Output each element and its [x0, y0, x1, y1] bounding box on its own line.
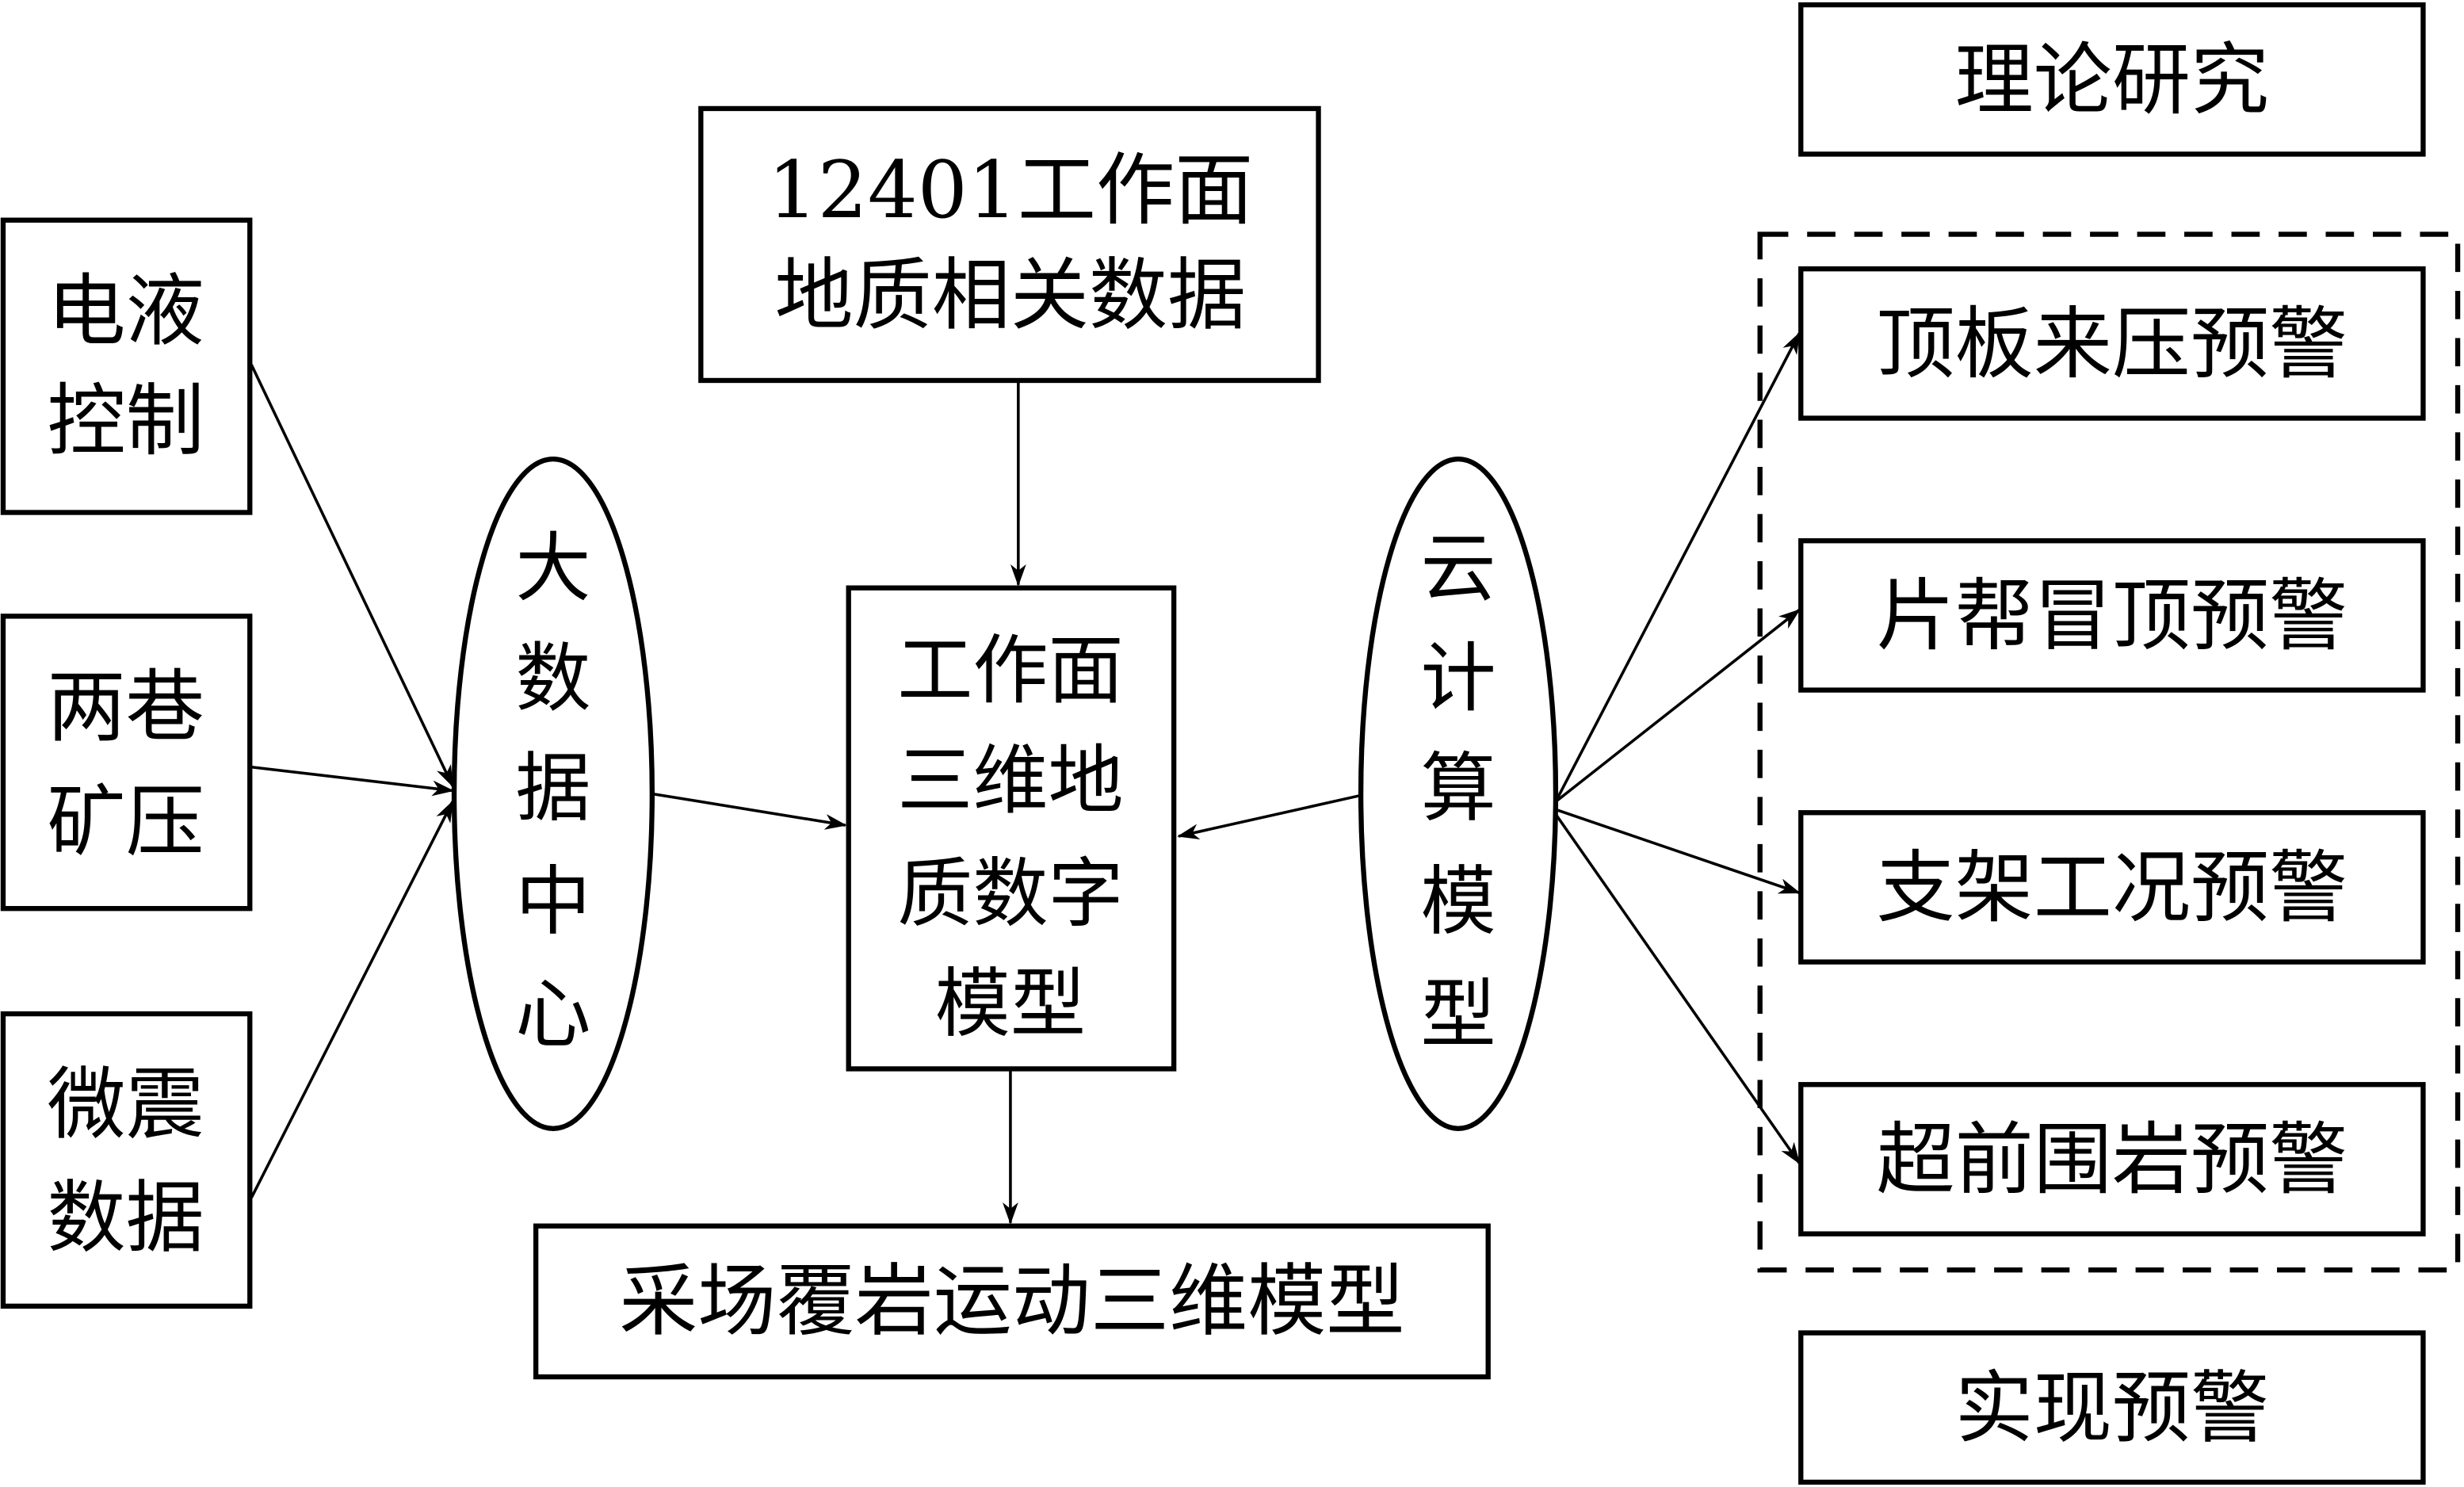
- overburden-label: 采场覆岩运动三维模型: [619, 1256, 1404, 1347]
- ellipse-char: 计: [1420, 635, 1496, 722]
- warning-3: 支架工况预警: [1798, 810, 2426, 965]
- input-label: 控制: [47, 376, 204, 467]
- ellipse-char: 模: [1420, 858, 1496, 946]
- input-label: 微震: [47, 1060, 204, 1151]
- warning-label: 支架工况预警: [1876, 843, 2347, 934]
- warning-group-border: [1757, 231, 2461, 1273]
- input-dianye: 电液 控制: [0, 217, 253, 515]
- arrow-cloud-to-model: [1177, 793, 1362, 840]
- realize-warning-box: 实现预警: [1798, 1330, 2426, 1485]
- warning-1: 顶板来压预警: [1798, 266, 2426, 421]
- cloud-computing-model: 云 计 算 模 型: [1358, 456, 1559, 1131]
- input-label: 电液: [47, 266, 204, 357]
- digital-model-box: 工作面 三维地 质数字 模型: [846, 585, 1177, 1072]
- ellipse-char: 据: [515, 745, 590, 832]
- geology-label-2: 地质相关数据: [775, 250, 1247, 342]
- ellipse-char: 数: [515, 635, 590, 722]
- arrow-cloud-to-warning-1: [1554, 331, 1801, 803]
- arrow-liangxiang-to-bigdata: [251, 765, 455, 797]
- geology-data-box: 12401工作面 地质相关数据: [698, 105, 1321, 384]
- input-weizhen: 微震 数据: [0, 1011, 253, 1309]
- arrow-bigdata-to-model: [651, 792, 847, 830]
- warning-label: 顶板来压预警: [1876, 299, 2347, 390]
- arrow-cloud-to-warning-2: [1554, 609, 1801, 803]
- input-label: 两巷: [47, 662, 204, 753]
- big-data-center: 大 数 据 中 心: [451, 456, 655, 1131]
- realize-label: 实现预警: [1955, 1363, 2270, 1454]
- model-label: 工作面: [897, 628, 1123, 715]
- overburden-model-box: 采场覆岩运动三维模型: [533, 1223, 1491, 1380]
- model-label: 模型: [935, 961, 1086, 1048]
- ellipse-char: 中: [515, 858, 590, 946]
- ellipse-char: 云: [1420, 526, 1496, 613]
- warning-4: 超前围岩预警: [1798, 1082, 2426, 1237]
- model-label: 质数字: [897, 851, 1123, 938]
- ellipse-char: 心: [515, 972, 590, 1059]
- arrow-cloud-to-warning-3: [1555, 808, 1801, 895]
- warning-2: 片帮冒顶预警: [1798, 538, 2426, 693]
- ellipse-char: 型: [1420, 972, 1496, 1059]
- theory-research-box: 理论研究: [1798, 2, 2426, 157]
- warning-label: 超前围岩预警: [1876, 1114, 2347, 1206]
- ellipse-char: 算: [1420, 745, 1496, 832]
- model-label: 三维地: [897, 737, 1123, 824]
- input-label: 矿压: [47, 777, 204, 868]
- arrow-dianye-to-bigdata: [250, 364, 454, 788]
- ellipse-char: 大: [515, 526, 590, 613]
- arrow-cloud-to-warning-4: [1554, 813, 1801, 1165]
- connectors: [250, 331, 1801, 1225]
- input-liangxiang: 两巷 矿压: [0, 614, 253, 912]
- input-label: 数据: [47, 1173, 204, 1264]
- warning-label: 片帮冒顶预警: [1876, 571, 2347, 662]
- geology-label-1: 12401工作面: [768, 145, 1254, 236]
- arrow-weizhen-to-bigdata: [250, 800, 454, 1198]
- theory-label: 理论研究: [1955, 35, 2270, 126]
